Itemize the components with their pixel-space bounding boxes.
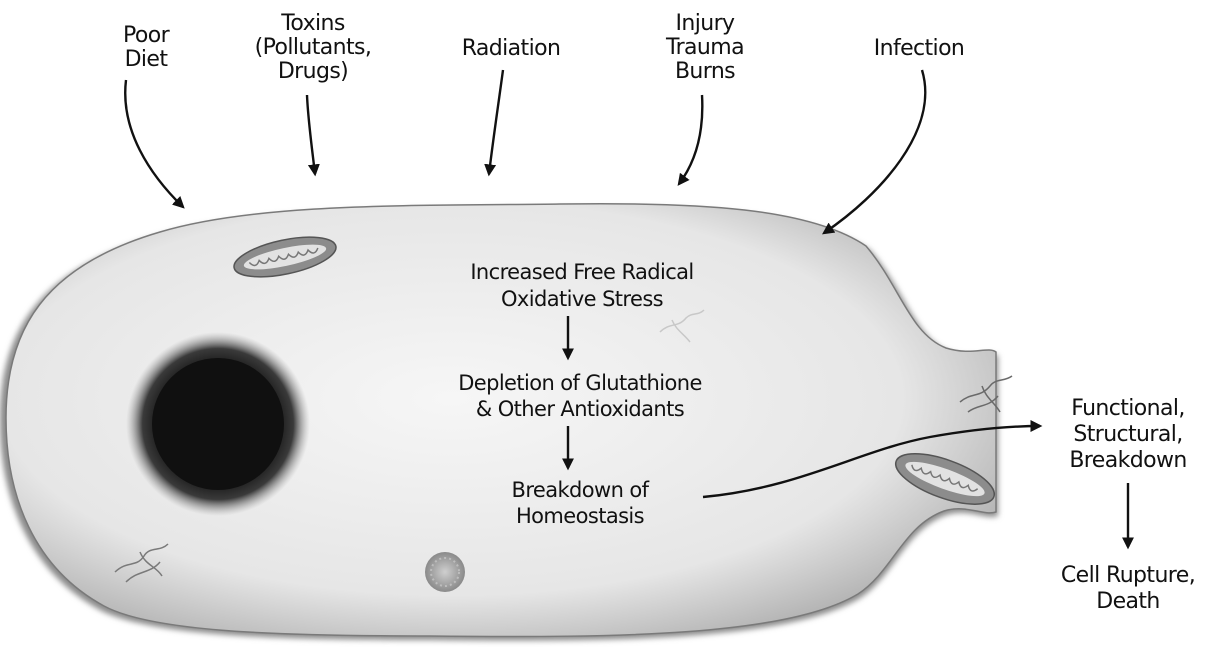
- outcome-cell-rupture: Cell Rupture, Death: [1061, 563, 1195, 614]
- cause-toxins-line-1: Toxins: [280, 11, 345, 36]
- outcome-functional-breakdown: Functional, Structural, Breakdown: [1069, 396, 1186, 473]
- step-glutathione-line-2: & Other Antioxidants: [476, 397, 684, 421]
- step-homeostasis-line-1: Breakdown of: [512, 478, 650, 502]
- cause-radiation-line-1: Radiation: [462, 36, 561, 61]
- outcome-rupture-line-2: Death: [1096, 589, 1160, 614]
- cause-poor-diet-line-2: Diet: [125, 47, 169, 72]
- cause-toxins: Toxins (Pollutants, Drugs): [255, 11, 372, 84]
- outcome-functional-line-2: Structural,: [1073, 422, 1182, 447]
- outcome-functional-line-3: Breakdown: [1069, 448, 1186, 473]
- cause-injury: Injury Trauma Burns: [665, 11, 744, 84]
- step-free-radical-line-2: Oxidative Stress: [501, 287, 663, 311]
- outcome-rupture-line-1: Cell Rupture,: [1061, 563, 1195, 588]
- step-free-radical-line-1: Increased Free Radical: [470, 260, 693, 284]
- cause-radiation: Radiation: [462, 36, 561, 61]
- vesicle: [425, 552, 465, 592]
- outcome-functional-line-1: Functional,: [1071, 396, 1185, 421]
- nucleus: [126, 332, 310, 516]
- cause-injury-line-1: Injury: [676, 11, 736, 36]
- arrow-radiation-to-cell: [489, 70, 503, 174]
- cause-injury-line-3: Burns: [675, 59, 735, 84]
- cause-toxins-line-3: Drugs): [278, 59, 348, 84]
- step-homeostasis-line-2: Homeostasis: [516, 504, 644, 528]
- arrow-toxins-to-cell: [307, 95, 315, 174]
- arrow-injury-to-cell: [679, 95, 702, 184]
- arrow-poor-diet-to-cell: [125, 80, 183, 207]
- cause-injury-line-2: Trauma: [665, 35, 744, 60]
- step-glutathione-line-1: Depletion of Glutathione: [458, 371, 702, 395]
- cause-poor-diet: Poor Diet: [123, 23, 171, 72]
- cause-poor-diet-line-1: Poor: [123, 23, 171, 48]
- cause-infection-line-1: Infection: [874, 36, 965, 61]
- cause-toxins-line-2: (Pollutants,: [255, 35, 372, 60]
- arrow-infection-to-cell: [824, 70, 925, 233]
- cause-infection: Infection: [874, 36, 965, 61]
